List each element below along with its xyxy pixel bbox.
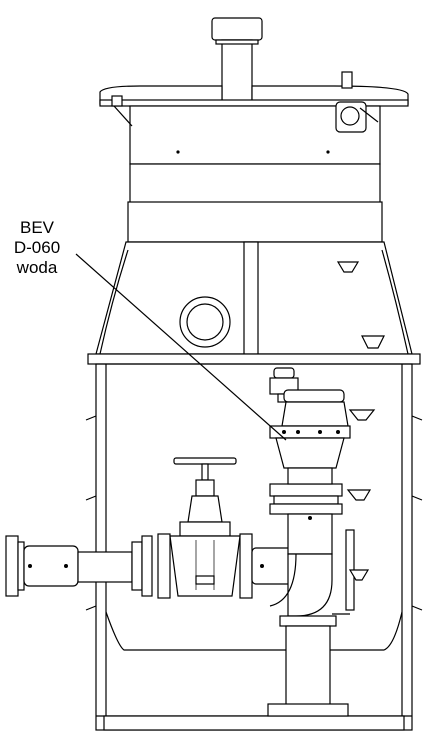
gate-valve: [169, 457, 241, 597]
air-valve: [269, 367, 376, 581]
chamber-neck: [95, 163, 413, 355]
annotation-line-medium: woda: [16, 258, 58, 277]
pipeline: [5, 533, 293, 599]
annotation-line-model: D-060: [13, 238, 61, 257]
label-leader-line: [75, 253, 287, 441]
annotation-line-bev: BEV: [19, 218, 55, 237]
annotation-label: BEV D-060 woda: [0, 218, 74, 278]
vent-pipe: [211, 17, 263, 103]
riser-pipe: [267, 483, 355, 717]
chamber-lid: [99, 71, 409, 165]
chamber-body: [85, 353, 423, 731]
